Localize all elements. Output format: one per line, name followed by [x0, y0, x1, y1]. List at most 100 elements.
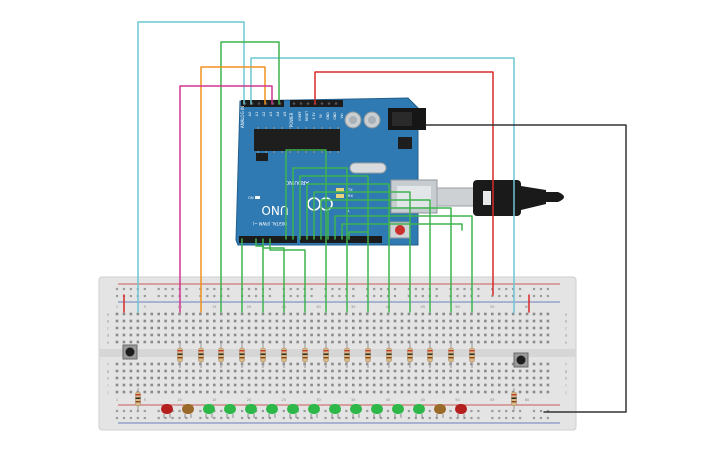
led-green[interactable]: [245, 404, 257, 418]
row-letter-label: e: [565, 341, 568, 345]
l-label: L: [348, 209, 350, 213]
wire-green-d9[interactable]: [285, 149, 327, 313]
pulldown-resistor[interactable]: [135, 388, 141, 412]
column-number-label: 5: [144, 305, 146, 309]
resistor[interactable]: [427, 343, 433, 368]
wire-green-d11[interactable]: [262, 238, 285, 313]
pin-label-gnd1: GND: [326, 112, 330, 120]
wire-green-d12[interactable]: [255, 238, 264, 313]
pin-label-reset: RESET: [305, 111, 309, 121]
column-number-label: 25: [282, 398, 287, 402]
wire-green-d10[interactable]: [269, 238, 306, 313]
led-red[interactable]: [161, 404, 173, 418]
led-green[interactable]: [371, 404, 383, 418]
column-number-label: 60: [525, 305, 530, 309]
wire-green-d1[interactable]: [341, 223, 463, 240]
wire-green-d8[interactable]: [292, 167, 348, 313]
led-green[interactable]: [413, 404, 425, 418]
row-letter-label: j: [107, 391, 109, 395]
board-brand-label: ARDUINO: [285, 179, 309, 185]
pin-label-gnd2: GND: [333, 112, 337, 120]
on-label: ON: [248, 196, 254, 200]
wire-green-d5[interactable]: [313, 191, 411, 313]
tx-led: [336, 188, 344, 192]
breadboard-center-channel: [99, 349, 576, 357]
pin-label-a3: A3: [269, 112, 273, 117]
column-number-label: 55: [490, 398, 495, 402]
led-green[interactable]: [287, 404, 299, 418]
column-number-label: 45: [421, 305, 426, 309]
row-letter-label: j: [565, 391, 567, 395]
resistor[interactable]: [218, 343, 224, 368]
row-letter-label: i: [108, 384, 109, 388]
wire-green-d4[interactable]: [320, 199, 431, 313]
led-green[interactable]: [203, 404, 215, 418]
pin-label-a1: A1: [255, 112, 259, 117]
resistor[interactable]: [177, 343, 183, 368]
led-green[interactable]: [350, 404, 362, 418]
resistor[interactable]: [365, 343, 371, 368]
resistor[interactable]: [344, 343, 350, 368]
resistor[interactable]: [323, 343, 329, 368]
power-pin-labels: IOREF RESET 3.3V 5V GND GND Vin: [298, 111, 344, 121]
right-pushbutton[interactable]: [513, 352, 529, 368]
usb-plug-housing: [473, 180, 521, 216]
wire-magenta-a1[interactable]: [179, 85, 273, 313]
pin-label-a4: A4: [276, 111, 280, 116]
wire-green-a3[interactable]: [220, 41, 280, 313]
button-cap-icon[interactable]: [125, 347, 135, 357]
led-green[interactable]: [329, 404, 341, 418]
led-amber[interactable]: [434, 404, 446, 418]
wire-cyan-a0[interactable]: [137, 21, 245, 313]
usb-plug: [436, 187, 476, 207]
pulldown-resistor[interactable]: [511, 388, 517, 412]
power-header: [290, 100, 343, 107]
row-letter-label: g: [565, 370, 567, 374]
resistor[interactable]: [448, 343, 454, 368]
breadboard-column-numbers: 1155101015152020252530303535404045455050…: [116, 305, 530, 402]
wire-green-d0[interactable]: [348, 231, 369, 240]
led-red[interactable]: [455, 404, 467, 418]
wire-black-ground[interactable]: [425, 124, 627, 413]
resistor[interactable]: [386, 343, 392, 368]
row-letter-label: e: [107, 341, 110, 345]
row-letter-label: f: [107, 363, 109, 367]
led-green[interactable]: [392, 404, 404, 418]
pin-label-3v3: 3.3V: [312, 112, 316, 120]
resistor[interactable]: [198, 343, 204, 368]
wire-green-d6[interactable]: [306, 183, 390, 313]
wire-green-d2[interactable]: [334, 215, 473, 313]
reset-button-cap[interactable]: [395, 225, 405, 235]
resistor[interactable]: [260, 343, 266, 368]
wire-green-d3[interactable]: [327, 207, 452, 313]
resistor-row: [177, 343, 475, 368]
column-number-label: 40: [386, 398, 391, 402]
column-number-label: 35: [351, 305, 356, 309]
breadboard-holes: [115, 287, 550, 420]
crystal-oscillator: [349, 162, 387, 174]
wire-red-5v[interactable]: [314, 71, 494, 296]
led-green[interactable]: [266, 404, 278, 418]
row-letter-label: c: [107, 327, 109, 331]
button-cap-icon[interactable]: [516, 355, 526, 365]
resistor[interactable]: [407, 343, 413, 368]
resistor[interactable]: [281, 343, 287, 368]
row-letter-label: g: [107, 370, 109, 374]
row-letter-label: a: [565, 313, 567, 317]
digital-header-low: [239, 236, 297, 243]
left-pushbutton[interactable]: [122, 344, 138, 360]
led-green[interactable]: [308, 404, 320, 418]
resistor[interactable]: [239, 343, 245, 368]
led-green[interactable]: [224, 404, 236, 418]
wire-cyan-a4[interactable]: [250, 57, 515, 314]
wire-green-d7[interactable]: [299, 175, 369, 313]
row-letter-label: d: [107, 334, 109, 338]
column-number-label: 45: [421, 398, 426, 402]
led-amber[interactable]: [182, 404, 194, 418]
resistor[interactable]: [469, 343, 475, 368]
column-number-label: 30: [316, 305, 321, 309]
resistor[interactable]: [302, 343, 308, 368]
column-number-label: 20: [247, 398, 252, 402]
digital-header-high: [300, 236, 382, 243]
